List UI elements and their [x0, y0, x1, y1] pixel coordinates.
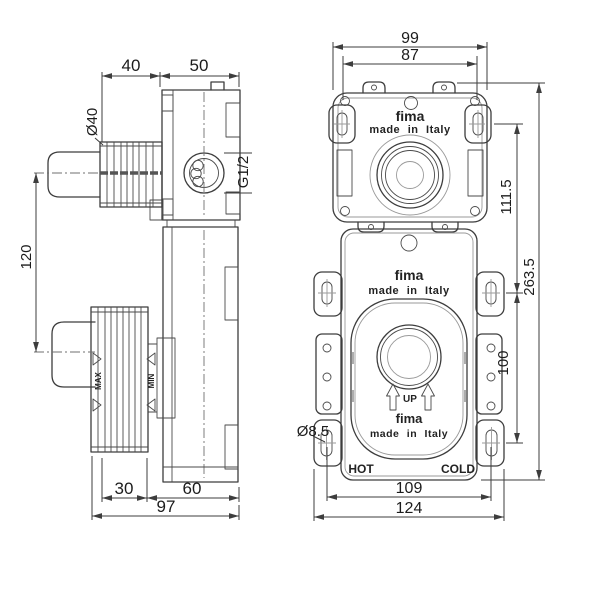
max-min-markers: MAX MIN	[92, 352, 156, 412]
dim-97-label: 97	[157, 497, 176, 516]
upper-ribs	[99, 141, 163, 208]
lower-knob	[51, 321, 96, 388]
dim-99-label: 99	[401, 30, 419, 47]
side-view: MAX MIN 40 50 Ø40 G1/2 120 30 60	[18, 56, 252, 520]
origin-label-lower: made in Italy	[368, 285, 450, 297]
cold-label: COLD	[441, 462, 475, 476]
max-label: MAX	[94, 371, 103, 389]
front-view: fima made in Italy	[297, 30, 545, 521]
brand-label-lower: fima	[395, 267, 424, 283]
upper-knob	[47, 151, 101, 198]
front-view-dimensions: 99 87 111.5 100 263.5 Ø8.5 109 124	[297, 30, 545, 521]
lower-box-plaster-guard: UP fima made in Italy	[350, 298, 468, 460]
dim-120-label: 120	[18, 244, 35, 269]
dim-50-label: 50	[190, 56, 209, 75]
dim-40-label: 40	[122, 56, 141, 75]
dim-263-5-label: 263.5	[521, 258, 538, 296]
min-label: MIN	[147, 373, 156, 388]
lower-ribs	[90, 306, 149, 453]
front-view-upper-box: fima made in Italy	[328, 81, 492, 233]
side-view-dimensions: 40 50 Ø40 G1/2 120 30 60 97	[18, 56, 252, 520]
origin-label-upper: made in Italy	[369, 124, 451, 136]
upper-box-top-tabs	[362, 81, 456, 94]
dim-124-label: 124	[396, 500, 423, 517]
origin-label-inner: made in Italy	[370, 428, 448, 440]
dim-87-label: 87	[401, 47, 419, 64]
upper-box-top-hole	[404, 96, 418, 110]
dim-60-label: 60	[183, 479, 202, 498]
dim-dia40-label: Ø40	[84, 108, 101, 136]
lower-box-wing-tabs	[313, 271, 505, 467]
brand-label-upper: fima	[396, 108, 425, 124]
dim-111-5-label: 111.5	[498, 179, 515, 214]
front-view-lower-box: fima made in Italy UP fima made in Italy	[313, 228, 505, 481]
side-view-upper-body	[34, 81, 241, 227]
up-label: UP	[403, 394, 417, 405]
dim-109-label: 109	[396, 480, 423, 497]
upper-box-wing-tabs	[328, 104, 492, 144]
upper-box-valve-rings	[369, 134, 451, 216]
hot-label: HOT	[348, 462, 374, 476]
dim-g12-label: G1/2	[235, 156, 252, 189]
up-arrow-icon	[386, 383, 435, 411]
side-view-lower-body: MAX MIN	[34, 226, 239, 483]
brand-label-inner: fima	[396, 411, 424, 426]
dim-100-label: 100	[495, 350, 512, 375]
lower-box-top-hole	[400, 234, 418, 252]
dim-dia8-5-label: Ø8.5	[297, 423, 330, 440]
dim-30-label: 30	[115, 479, 134, 498]
